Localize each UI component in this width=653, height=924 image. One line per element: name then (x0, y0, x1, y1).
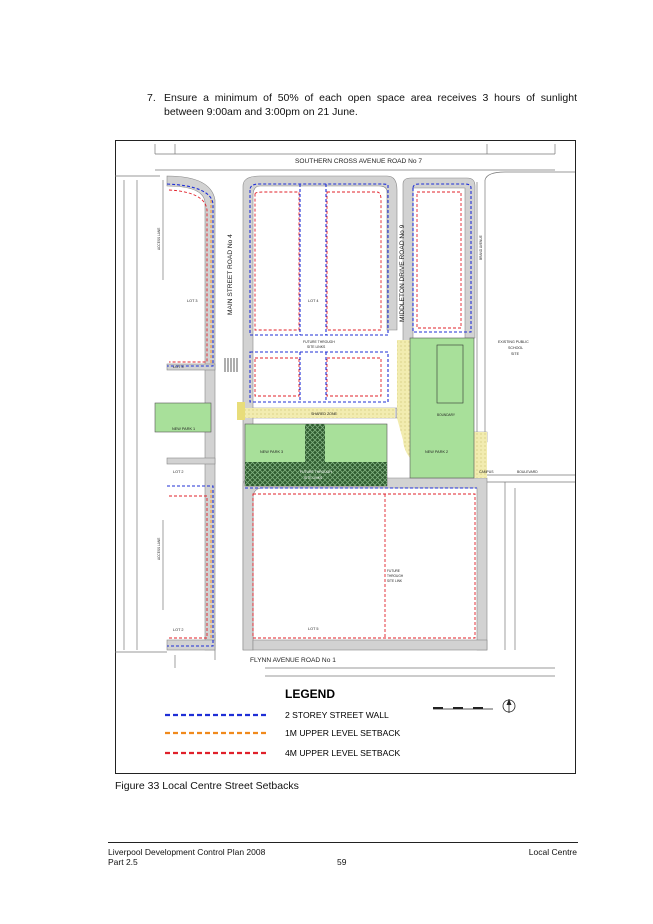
note-label: SITE LINKS (304, 476, 323, 480)
lot-label: LOT 3 (173, 365, 183, 369)
street-wall-2-storey (166, 183, 477, 647)
figure-caption: Figure 33 Local Centre Street Setbacks (115, 780, 299, 792)
note-label: FUTURE (387, 569, 400, 573)
item-text: Ensure a minimum of 50% of each open spa… (164, 92, 577, 118)
note-label: THROUGH (387, 574, 404, 578)
footer-rule (108, 842, 578, 843)
pedestrian-crossing (224, 358, 238, 372)
road-label-main-street: MAIN STREET ROAD No 4 (227, 234, 234, 315)
site-plan-figure: SOUTHERN CROSS AVENUE ROAD No 7 MAIN STR… (115, 140, 576, 774)
item-number: 7. (147, 92, 156, 104)
note-label: ACCESS LANE (157, 538, 161, 560)
note-label: BOULEVARD (517, 470, 538, 474)
legend: LEGEND 2 STOREY STREET WALL 1M UPPER LEV… (165, 687, 401, 758)
note-label: CAMPUS (479, 470, 494, 474)
note-label: SCHOOL (508, 346, 523, 350)
note-label: FUTURE THROUGH (300, 470, 332, 474)
setback-4m (168, 189, 476, 639)
footer-document-title: Liverpool Development Control Plan 2008 (108, 847, 266, 857)
footer-left: Liverpool Development Control Plan 2008 … (108, 847, 265, 867)
lot-label: LOT 3 (187, 299, 197, 303)
road-label-middleton: MIDDLETON DRIVE ROAD No 9 (399, 224, 406, 322)
park-label: NEW PARK 3 (260, 450, 283, 454)
note-label: SITE LINKS (307, 345, 326, 349)
note-label: FUTURE THROUGH (303, 340, 335, 344)
scale-bar (433, 707, 493, 710)
north-arrow-icon (502, 699, 516, 713)
lot-label: LOT 2 (173, 470, 183, 474)
site-plan-map: SOUTHERN CROSS AVENUE ROAD No 7 MAIN STR… (115, 140, 576, 774)
legend-title: LEGEND (285, 687, 335, 701)
park-label: NEW PARK 1 (172, 427, 195, 431)
road-label-southern-cross: SOUTHERN CROSS AVENUE ROAD No 7 (295, 158, 422, 165)
note-label: SITE LINK (387, 579, 403, 583)
lot-label: LOT 4 (308, 299, 318, 303)
legend-label: 4M UPPER LEVEL SETBACK (285, 748, 401, 758)
legend-label: 2 STOREY STREET WALL (285, 710, 389, 720)
footer-section: Local Centre (528, 847, 577, 857)
legend-label: 1M UPPER LEVEL SETBACK (285, 728, 401, 738)
background-linework (115, 144, 575, 677)
note-label: BRAND AVENUE (479, 235, 483, 260)
lot-label: LOT 5 (308, 627, 318, 631)
lot-label: LOT 2 (173, 628, 183, 632)
note-label: ACCESS LANE (157, 228, 161, 250)
note-label: SHARED ZONE (311, 412, 338, 416)
map-labels: SOUTHERN CROSS AVENUE ROAD No 7 MAIN STR… (157, 158, 538, 664)
park-label: NEW PARK 2 (425, 450, 448, 454)
note-label: SITE (511, 352, 520, 356)
footer-part: Part 2.5 (108, 857, 138, 867)
road-label-flynn: FLYNN AVENUE ROAD No 1 (250, 657, 336, 664)
parks (154, 337, 475, 487)
note-label: BOUNDARY (437, 413, 456, 417)
page-number: 59 (337, 857, 347, 867)
note-label: EXISTING PUBLIC (498, 340, 529, 344)
